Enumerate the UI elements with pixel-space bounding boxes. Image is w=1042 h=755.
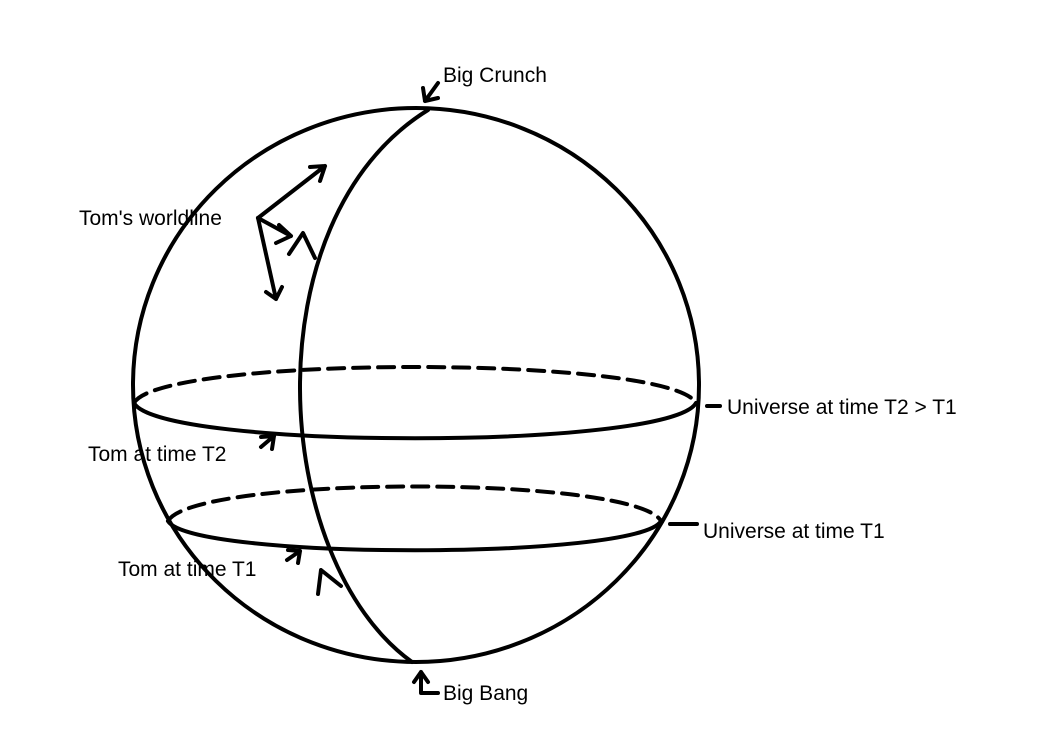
big-crunch-label: Big Crunch	[443, 64, 547, 87]
worldline-arrowhead-upper	[287, 231, 317, 260]
tom-t1-label: Tom at time T1	[118, 558, 257, 581]
worldline-pointer-middle	[256, 216, 293, 245]
universe-t1-slice-front	[166, 519, 663, 553]
universe-t2-slice-back	[132, 365, 698, 405]
tom-t1-arrow	[285, 548, 302, 565]
worldline-pointer-lower	[256, 216, 284, 301]
big-bang-arrow	[412, 670, 440, 695]
worldline-pointer-upper	[256, 164, 327, 220]
tom-t2-arrow	[259, 434, 276, 451]
universe-t1-slice-back	[166, 484, 663, 523]
worldline-arrowhead-lower	[316, 568, 343, 596]
universe-t2-slice-front	[132, 401, 698, 441]
worldline-label: Tom's worldline	[79, 207, 222, 230]
big-crunch-arrow	[421, 81, 440, 103]
big-bang-label: Big Bang	[443, 682, 528, 705]
worldline-curve	[298, 108, 430, 664]
sphere-outline	[131, 106, 701, 664]
tom-t2-label: Tom at time T2	[88, 443, 227, 466]
universe-t2-label: Universe at time T2 > T1	[727, 396, 957, 419]
universe-t1-label: Universe at time T1	[703, 520, 885, 543]
